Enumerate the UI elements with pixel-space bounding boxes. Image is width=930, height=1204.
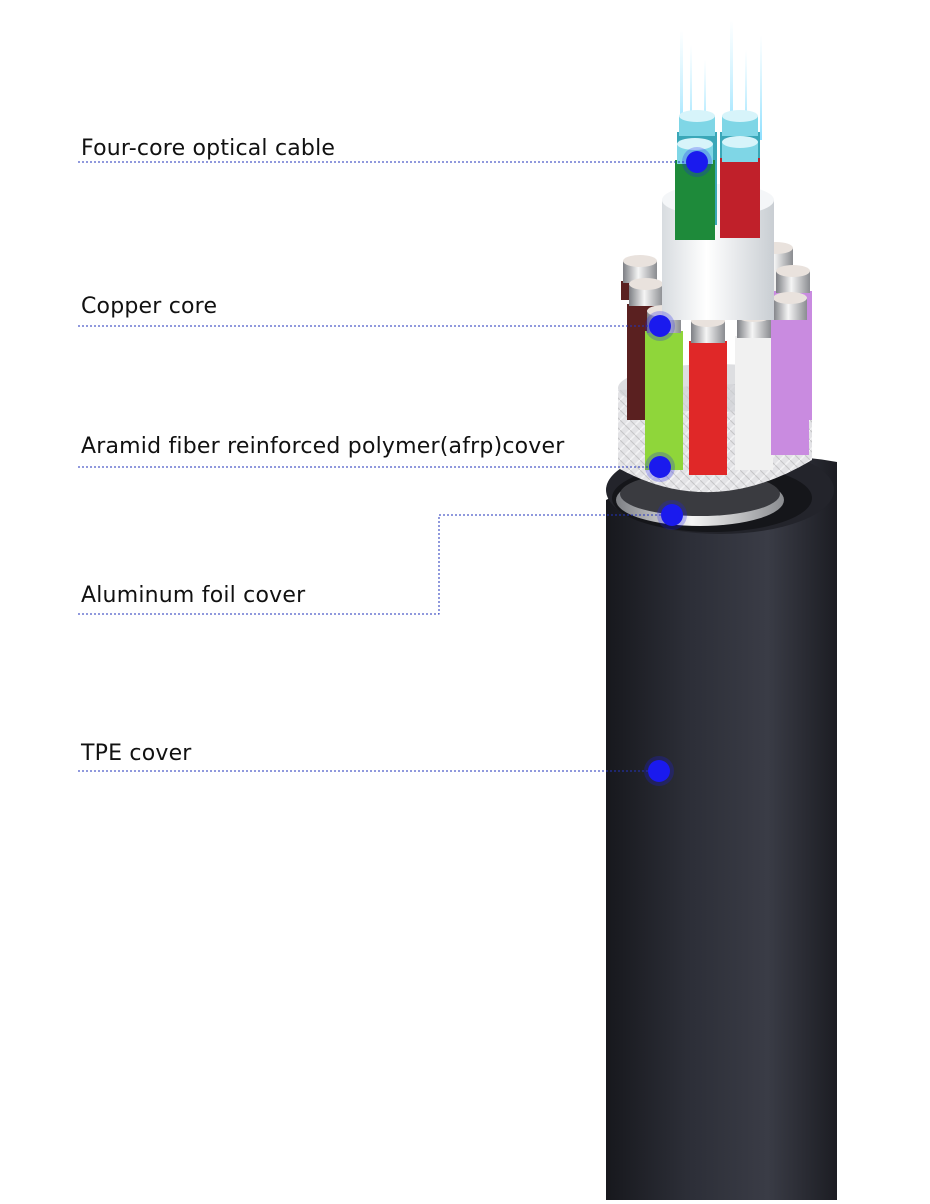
copper-wire	[689, 315, 727, 475]
wire-insulation	[771, 318, 809, 455]
label-afrp-cover: Aramid fiber reinforced polymer(afrp)cov…	[81, 434, 565, 459]
wire-insulation	[689, 341, 727, 475]
optical-fiber	[720, 136, 760, 238]
wire-tip-face	[623, 255, 657, 267]
wire-tip-face	[629, 278, 663, 290]
wire-copper-tip	[691, 321, 725, 343]
wire-copper-tip	[629, 284, 663, 306]
optical-fiber	[675, 138, 715, 240]
wire-tip-face	[776, 265, 810, 277]
fiber-tip-face	[677, 138, 713, 150]
wire-copper-tip	[773, 298, 807, 320]
label-tpe-cover: TPE cover	[81, 741, 192, 766]
fiber-tip-face	[722, 136, 758, 148]
fiber-tip-face	[722, 110, 758, 122]
fiber-light-streaks	[680, 20, 762, 140]
optical-fibers	[675, 110, 760, 240]
wire-copper-tip	[737, 316, 771, 338]
label-copper-core: Copper core	[81, 294, 218, 319]
wire-tip-face	[773, 292, 807, 304]
leader-line	[78, 514, 672, 615]
leader-lines	[78, 161, 697, 772]
callout-dot	[649, 315, 671, 337]
copper-wire	[735, 310, 773, 470]
callout-dot	[686, 151, 708, 173]
optical-fiber-bundle	[662, 110, 774, 320]
fiber-jacket	[675, 160, 715, 240]
tpe-jacket	[606, 446, 837, 1201]
wire-insulation	[645, 331, 683, 470]
callout-dot	[661, 504, 683, 526]
copper-wire	[771, 292, 809, 455]
callout-dot	[649, 456, 671, 478]
callout-dots	[644, 147, 712, 786]
callout-dot	[648, 760, 670, 782]
fiber-tip-face	[679, 110, 715, 122]
label-four-core-optical-cable: Four-core optical cable	[81, 136, 336, 161]
wire-copper-tip	[623, 261, 657, 283]
fiber-jacket	[720, 158, 760, 238]
wire-insulation	[735, 336, 773, 470]
label-aluminum-foil-cover: Aluminum foil cover	[81, 583, 306, 608]
wire-copper-tip	[776, 271, 810, 293]
